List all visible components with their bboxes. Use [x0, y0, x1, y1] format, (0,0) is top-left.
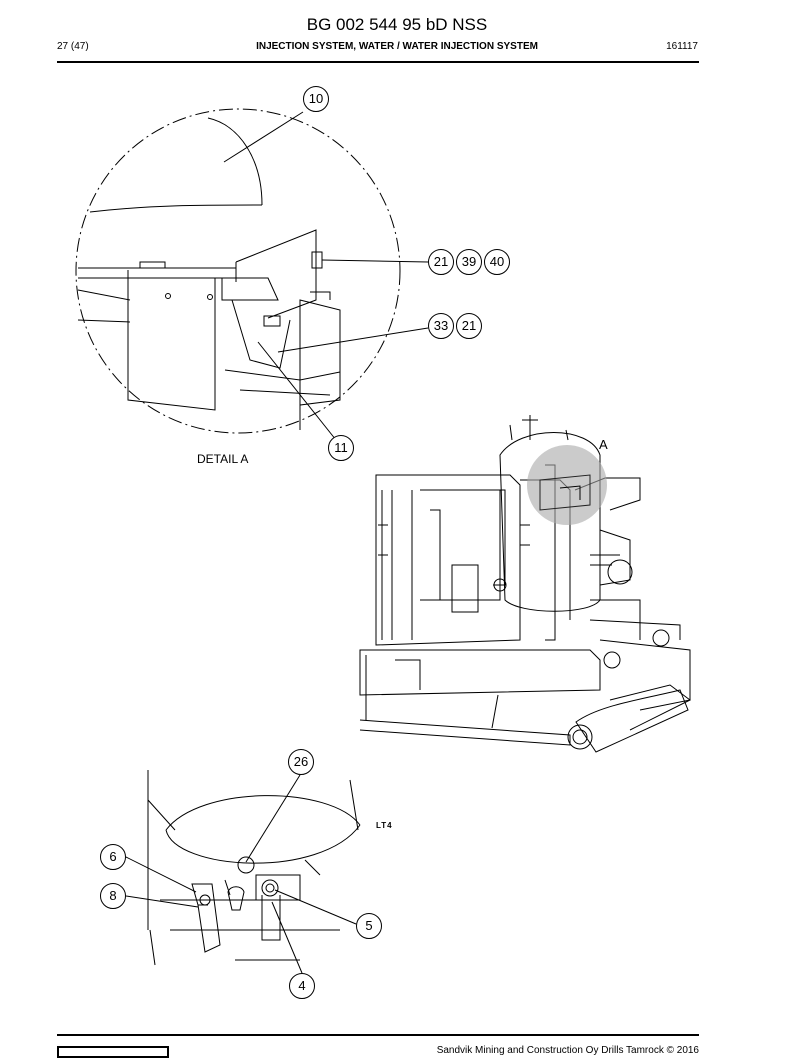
lower-assembly-view: [147, 770, 361, 966]
date-code: 161117: [666, 41, 698, 52]
callout-40: 40: [484, 249, 510, 275]
callout-11: 11: [328, 435, 354, 461]
callout-6: 6: [100, 844, 126, 870]
callout-8: 8: [100, 883, 126, 909]
callout-33: 33: [428, 313, 454, 339]
callout-4: 4: [289, 973, 315, 999]
callout-39: 39: [456, 249, 482, 275]
callout-5: 5: [356, 913, 382, 939]
document-number: BG 002 544 95 bD NSS: [306, 15, 488, 34]
machine-assembly-view: [359, 415, 691, 753]
callout-10: 10: [303, 86, 329, 112]
detail-a-label: DETAIL A: [197, 452, 249, 466]
detail-a-highlight: [527, 445, 607, 525]
view-marker-a: A: [599, 437, 608, 452]
detail-a-parts: [77, 117, 341, 430]
callout-21: 21: [428, 249, 454, 275]
brand-logo: [57, 1046, 169, 1058]
copyright-notice: Sandvik Mining and Construction Oy Drill…: [436, 1045, 699, 1056]
detail-a-boundary: [75, 108, 401, 434]
footer-rule: [57, 1034, 699, 1036]
callout-21-b: 21: [456, 313, 482, 339]
lt4-tag: LT4: [376, 821, 393, 830]
page-number: 27 (47): [57, 41, 89, 52]
section-title: INJECTION SYSTEM, WATER / WATER INJECTIO…: [256, 41, 538, 52]
header-rule: [57, 61, 699, 63]
callout-26: 26: [288, 749, 314, 775]
